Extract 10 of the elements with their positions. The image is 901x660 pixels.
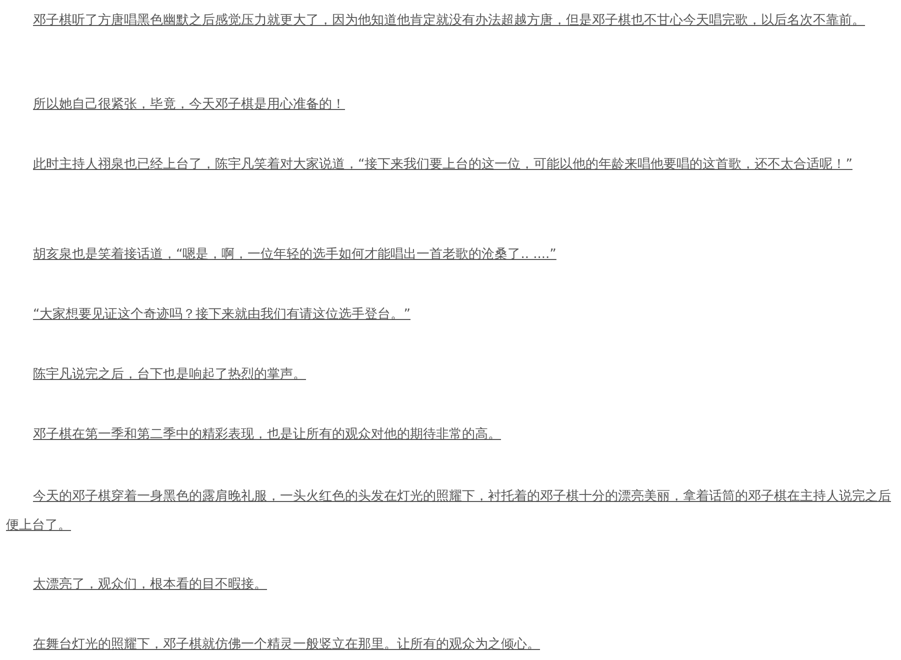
paragraph: “大家想要见证这个奇迹吗？接下来就由我们有请这位选手登台。” xyxy=(33,307,410,322)
paragraph: 陈宇凡说完之后，台下也是响起了热烈的掌声。 xyxy=(33,367,306,382)
paragraph: 所以她自己很紧张，毕竟，今天邓子棋是用心准备的！ xyxy=(33,97,345,112)
paragraph: 邓子棋听了方唐唱黑色幽默之后感觉压力就更大了，因为他知道他肯定就没有办法超越方唐，但是邓子棋也不甘心今天唱完歌，以后名次不靠前。 xyxy=(33,13,865,28)
paragraph: 太漂亮了，观众们，根本看的目不暇接。 xyxy=(33,577,267,592)
paragraph: 胡亥泉也是笑着接话道，“嗯是，啊，一位年轻的选手如何才能唱出一首老歌的沧桑了.. ....” xyxy=(33,247,556,262)
paragraph: 在舞台灯光的照耀下，邓子棋就仿佛一个精灵一般竖立在那里。让所有的观众为之倾心。 xyxy=(33,637,540,652)
paragraph: 邓子棋在第一季和第二季中的精彩表现，也是让所有的观众对他的期待非常的高。 xyxy=(33,427,501,442)
paragraph: 此时主持人祤泉也已经上台了，陈宇凡笑着对大家说道，“接下来我们要上台的这一位，可能以他的年龄来唱他要唱的这首歌，还不太合适呢！” xyxy=(33,157,852,172)
paragraph: 今天的邓子棋穿着一身黑色的露肩晚礼服，一头火红色的头发在灯光的照耀下，衬托着的邓子棋十分的漂亮美丽，拿着话筒的邓子棋在主持人说完之后便上台了。 xyxy=(6,489,891,533)
